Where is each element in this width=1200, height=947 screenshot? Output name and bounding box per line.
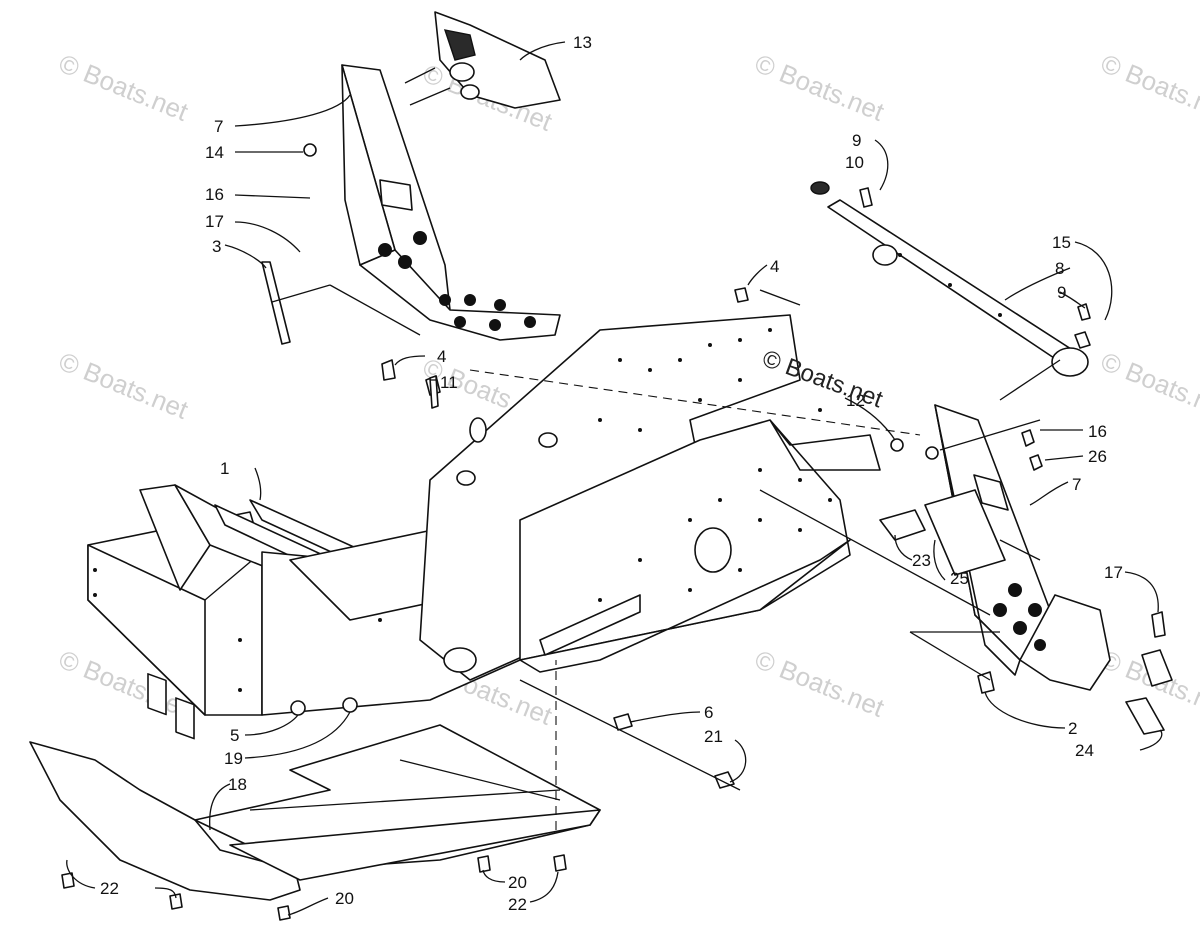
callout-label: 4 [770, 257, 779, 276]
callout-label: 20 [335, 889, 354, 908]
callout-label: 20 [508, 873, 527, 892]
callout-label: 16 [205, 185, 224, 204]
steering-support-rear [879, 404, 1173, 735]
callout-label: 11 [440, 373, 458, 392]
callout-label: 12 [846, 391, 865, 410]
callout-label: 8 [1055, 259, 1064, 278]
callout-label: 17 [205, 212, 224, 231]
callout-label: 5 [230, 726, 239, 745]
callout-label: 7 [214, 117, 223, 136]
leader-lines [66, 41, 1163, 916]
callout-label: 21 [704, 727, 723, 746]
callout-label: 16 [1088, 422, 1107, 441]
callout-label: 6 [704, 703, 713, 722]
callout-labels: 13 7 14 16 17 3 9 10 15 8 9 4 4 11 12 1 … [100, 33, 1123, 914]
frame-rivets [93, 328, 832, 692]
callout-label: 9 [1057, 283, 1066, 302]
callout-label: 7 [1072, 475, 1081, 494]
belly-pan [29, 724, 601, 901]
callout-label: 10 [845, 153, 864, 172]
callout-label: 18 [228, 775, 247, 794]
hardware-nuts [61, 143, 1166, 921]
callout-label: 14 [205, 143, 224, 162]
assembly-lines [271, 67, 1061, 830]
callout-label: 17 [1104, 563, 1123, 582]
callout-label: 9 [852, 131, 861, 150]
callout-label: 4 [437, 347, 446, 366]
main-frame [87, 314, 881, 740]
callout-label: 25 [950, 569, 969, 588]
callout-label: 15 [1052, 233, 1071, 252]
callout-label: 26 [1088, 447, 1107, 466]
callout-label: 19 [224, 749, 243, 768]
callout-label: 2 [1068, 719, 1077, 738]
callout-label: 13 [573, 33, 592, 52]
callout-label: 22 [508, 895, 527, 914]
steering-shaft [810, 181, 1089, 377]
steering-support-front [261, 11, 561, 345]
callout-label: 24 [1075, 741, 1094, 760]
callout-label: 22 [100, 879, 119, 898]
callout-label: 23 [912, 551, 931, 570]
callout-label: 1 [220, 459, 229, 478]
callout-label: 3 [212, 237, 221, 256]
